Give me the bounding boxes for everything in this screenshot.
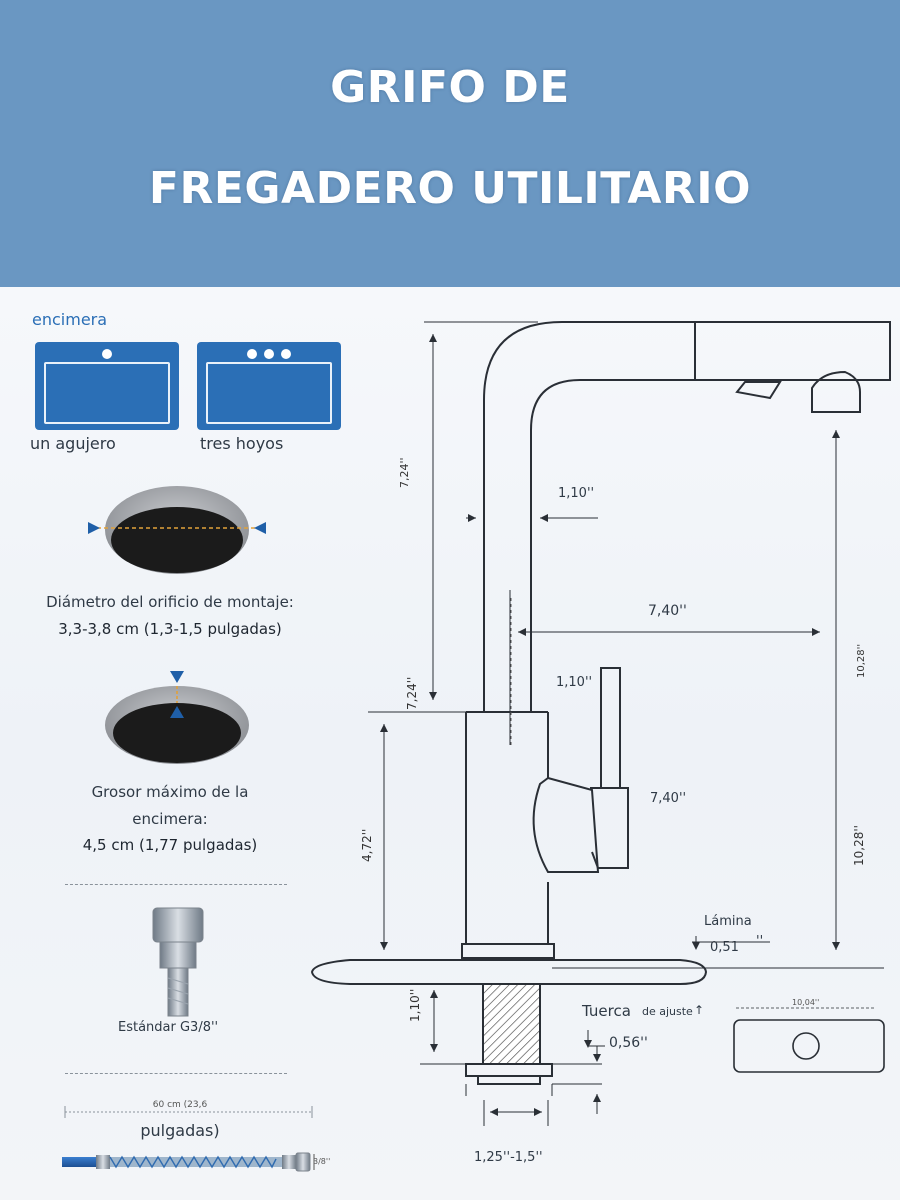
deck-plate-top-view bbox=[733, 1007, 885, 1073]
connector-label: Estándar G3/8'' bbox=[118, 1020, 219, 1035]
plate-label: Lámina bbox=[704, 914, 752, 929]
reach-label: 7,40'' bbox=[648, 603, 687, 619]
hose-thread-label: 3/8'' bbox=[313, 1157, 331, 1166]
nut-value-label: 0,56'' bbox=[609, 1035, 648, 1051]
plate-thickness-label: 0,51 bbox=[710, 940, 739, 955]
hole-range-label: 1,25''-1,5'' bbox=[474, 1150, 543, 1165]
section-divider bbox=[65, 1073, 287, 1074]
countertop-label: encimera bbox=[32, 310, 108, 329]
one-hole-sink-icon bbox=[35, 342, 179, 430]
connector-fitting-icon bbox=[152, 907, 204, 1017]
nut-label: Tuerca bbox=[582, 1002, 631, 1020]
spout-width-label: 1,10'' bbox=[558, 486, 595, 501]
hose-length-line-2: pulgadas) bbox=[140, 1121, 220, 1140]
nut-up-arrow-icon: ↑ bbox=[694, 1003, 705, 1017]
hose-length-line-1: 60 cm (23,6 bbox=[152, 1100, 208, 1110]
page-title-line-1: GRIFO DE bbox=[330, 62, 570, 113]
thickness-value: 4,5 cm (1,77 pulgadas) bbox=[82, 836, 258, 854]
thickness-title-line-1: Grosor máximo de la bbox=[91, 783, 249, 801]
dimension-lines bbox=[368, 321, 884, 1126]
section-divider bbox=[65, 884, 287, 885]
faucet-outline bbox=[310, 321, 891, 1085]
header-banner: GRIFO DE FREGADERO UTILITARIO bbox=[0, 0, 900, 287]
handle-width-label: 1,10'' bbox=[556, 675, 593, 690]
thickness-title-line-2: encimera: bbox=[132, 810, 208, 828]
three-hole-sink-icon bbox=[197, 342, 341, 430]
handle-height-label: 7,40'' bbox=[650, 791, 687, 806]
one-hole-label: un agujero bbox=[30, 434, 116, 453]
hole-diameter-value: 3,3-3,8 cm (1,3-1,5 pulgadas) bbox=[58, 620, 282, 638]
dimension-arrowheads bbox=[380, 334, 840, 1116]
three-holes-label: tres hoyos bbox=[200, 434, 284, 453]
deck-plate-length-label: 10,04'' bbox=[792, 998, 820, 1007]
hose-icon bbox=[62, 1106, 315, 1172]
countertop-thickness-icon bbox=[105, 671, 249, 764]
page-title-line-2: FREGADERO UTILITARIO bbox=[148, 163, 752, 214]
hole-diameter-icon bbox=[88, 486, 266, 574]
nut-sub-label: de ajuste bbox=[642, 1005, 693, 1018]
hole-diameter-title: Diámetro del orificio de montaje: bbox=[46, 593, 294, 611]
